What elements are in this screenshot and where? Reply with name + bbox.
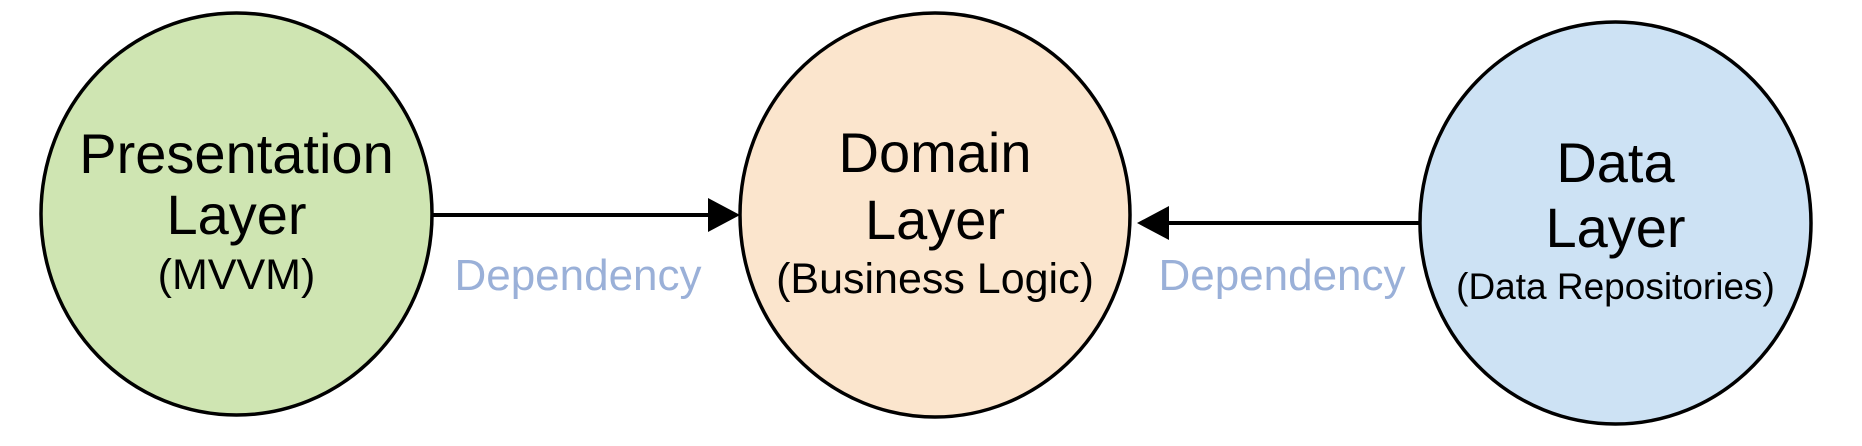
data-layer-title-line1: Data [1556, 131, 1675, 194]
data-layer-title-line2: Layer [1545, 196, 1685, 259]
domain-layer-subtitle: (Business Logic) [776, 255, 1094, 303]
dependency-edge-data-to-domain: Dependency [1137, 206, 1420, 300]
arrowhead-left-icon [1137, 206, 1169, 240]
presentation-layer-title-line1: Presentation [79, 122, 393, 185]
data-layer-ellipse [1418, 20, 1813, 426]
presentation-layer-ellipse [39, 11, 434, 417]
presentation-layer-node: Presentation Layer (MVVM) [39, 11, 434, 417]
arrowhead-right-icon [708, 198, 740, 232]
domain-layer-title-line1: Domain [839, 121, 1032, 184]
dependency-label: Dependency [454, 251, 701, 300]
data-layer-subtitle: (Data Repositories) [1456, 266, 1775, 307]
domain-layer-node: Domain Layer (Business Logic) [738, 11, 1132, 419]
data-layer-node: Data Layer (Data Repositories) [1418, 20, 1813, 426]
presentation-layer-subtitle: (MVVM) [158, 251, 316, 299]
presentation-layer-title-line2: Layer [166, 183, 306, 246]
dependency-label: Dependency [1158, 251, 1405, 300]
dependency-edge-presentation-to-domain: Dependency [433, 198, 740, 300]
domain-layer-title-line2: Layer [865, 188, 1005, 251]
domain-layer-ellipse [738, 11, 1132, 419]
